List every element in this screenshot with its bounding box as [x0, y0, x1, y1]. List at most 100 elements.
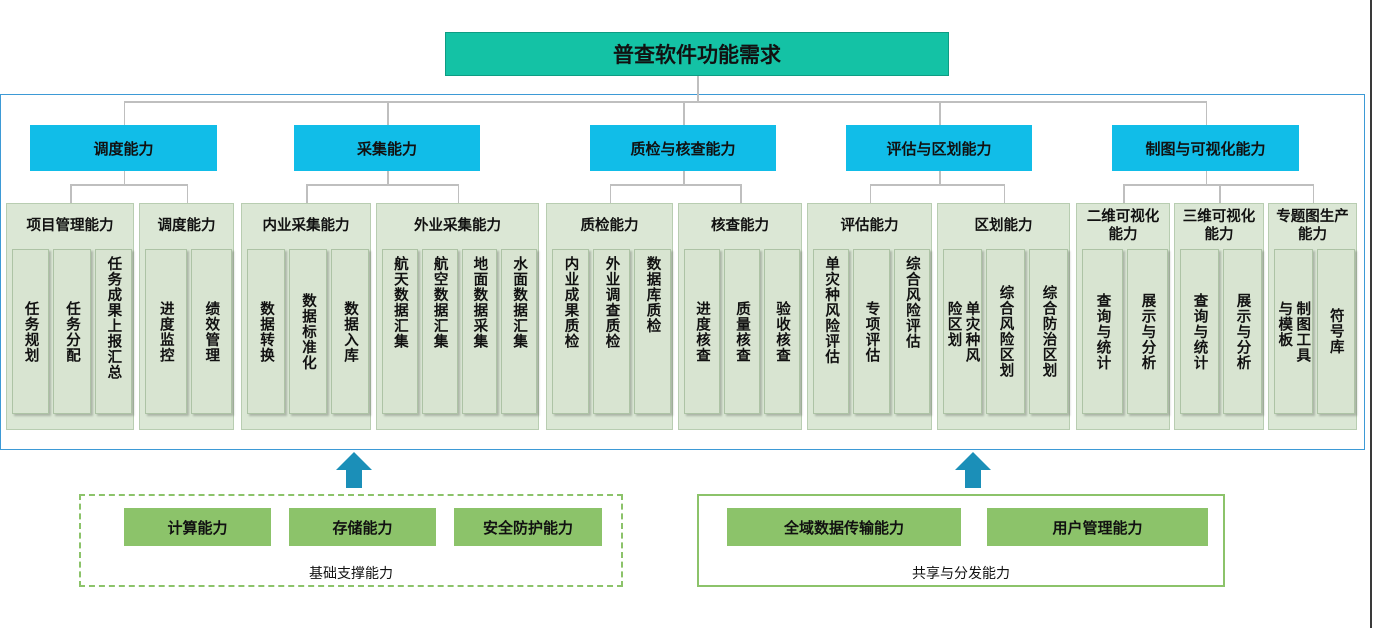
leaf-label: 任务成果上报汇总	[105, 256, 122, 380]
leaf-label: 查询与统计	[1191, 292, 1208, 371]
capability-leaf: 数据库质检	[634, 249, 671, 414]
capability-leaf: 地面数据采集	[461, 249, 498, 414]
capability-leaf: 航空数据汇集	[421, 249, 458, 414]
capability-leaf: 质量核查	[724, 249, 760, 414]
group-trunk-line	[387, 171, 389, 184]
leaf-label: 综合风险区划	[997, 285, 1014, 378]
capability-group: 调度能力进度监控绩效管理	[139, 203, 234, 430]
function-frame	[0, 94, 1365, 450]
leaf-label: 水面数据汇集	[511, 256, 528, 349]
capability-group: 区划能力单灾种风 险区划综合风险区划综合防治区划	[937, 203, 1070, 430]
group-drop-line	[186, 184, 188, 203]
capability-leaf: 单灾种风 险区划	[943, 249, 982, 414]
leaf-label: 符号库	[1327, 308, 1344, 355]
sharing-item: 全域数据传输能力	[727, 508, 961, 546]
group-title: 评估能力	[840, 218, 899, 234]
group-bus-line	[1123, 184, 1313, 186]
group-drop-line	[1219, 184, 1221, 203]
group-title: 核查能力	[711, 218, 769, 234]
leaf-label: 数据转换	[258, 300, 274, 363]
group-drop-line	[609, 184, 611, 203]
pillar-drop-line	[683, 101, 685, 125]
leaf-label: 综合风险评估	[903, 256, 920, 349]
leaf-label: 专项评估	[863, 300, 880, 363]
capability-leaf: 综合风险评估	[893, 249, 930, 414]
capability-leaf: 数据转换	[247, 249, 285, 414]
capability-leaf: 综合防治区划	[1029, 249, 1068, 414]
leaf-label: 查询与统计	[1094, 292, 1111, 371]
pillar-node: 制图与可视化能力	[1112, 125, 1299, 171]
capability-leaf: 单灾种风险评估	[813, 249, 850, 414]
leaf-label: 绩效管理	[203, 300, 220, 363]
capability-leaf: 验收核查	[764, 249, 800, 414]
capability-leaf: 专项评估	[853, 249, 890, 414]
support-item: 计算能力	[124, 508, 271, 546]
right-edge-line	[1370, 0, 1372, 628]
leaf-label: 进度核查	[694, 300, 710, 363]
capability-leaf: 数据入库	[331, 249, 369, 414]
support-box	[79, 494, 623, 587]
group-bus-line	[306, 184, 458, 186]
group-trunk-line	[1205, 171, 1207, 184]
capability-leaf: 外业调查质检	[593, 249, 630, 414]
capability-leaf: 内业成果质检	[552, 249, 589, 414]
capability-leaf: 进度核查	[684, 249, 720, 414]
leaf-label: 外业调查质检	[603, 256, 620, 349]
leaf-label: 质量核查	[734, 300, 750, 363]
leaf-label: 制图工具 与模板	[1276, 300, 1311, 363]
group-drop-line	[869, 184, 871, 203]
group-drop-line	[306, 184, 308, 203]
leaf-label: 综合防治区划	[1040, 285, 1057, 378]
group-trunk-line	[683, 171, 685, 184]
root-node: 普查软件功能需求	[445, 32, 949, 76]
group-title: 质检能力	[580, 218, 639, 234]
capability-group: 核查能力进度核查 质量核查 验收核查	[678, 203, 802, 430]
leaf-label: 航天数据汇集	[391, 256, 408, 349]
support-item: 存储能力	[289, 508, 436, 546]
sharing-arrow-icon	[955, 452, 991, 488]
capability-leaf: 制图工具 与模板	[1274, 249, 1313, 414]
up-arrow-icon	[955, 452, 991, 488]
leaf-label: 验收核查	[774, 300, 790, 363]
capability-leaf: 展示与分析	[1127, 249, 1168, 414]
pillar-drop-line	[123, 101, 125, 125]
capability-group: 评估能力单灾种风险评估 专项评估 综合风险评估	[807, 203, 932, 430]
capability-leaf: 综合风险区划	[986, 249, 1025, 414]
capability-group: 质检能力内业成果质检 外业调查质检 数据库质检	[546, 203, 673, 430]
capability-leaf: 进度监控	[145, 249, 187, 414]
group-title: 调度能力	[157, 218, 216, 234]
pillar-drop-line	[387, 101, 389, 125]
capability-leaf: 水面数据汇集	[501, 249, 537, 414]
leaf-label: 单灾种风险评估	[823, 256, 840, 365]
capability-group: 三维可视化 能力查询与统计展示与分析	[1174, 203, 1264, 430]
pillar-bus-line	[123, 101, 1206, 103]
capability-leaf: 查询与统计	[1180, 249, 1219, 414]
support-arrow-icon	[336, 452, 372, 488]
sharing-label: 共享与分发能力	[912, 566, 1010, 582]
capability-group: 外业采集能力航天数据汇集航空数据汇集地面数据采集水面数据汇集	[376, 203, 539, 430]
support-label: 基础支撑能力	[309, 566, 393, 582]
group-drop-line	[457, 184, 459, 203]
capability-leaf: 符号库	[1316, 249, 1355, 414]
capability-group: 二维可视化 能力查询与统计展示与分析	[1076, 203, 1170, 430]
capability-leaf: 任务分配	[53, 249, 91, 414]
group-bus-line	[70, 184, 187, 186]
group-trunk-line	[939, 171, 941, 184]
sharing-box	[697, 494, 1225, 587]
group-title: 三维可视化 能力	[1182, 209, 1256, 243]
group-title: 内业采集能力	[262, 218, 350, 234]
group-drop-line	[1003, 184, 1005, 203]
up-arrow-icon	[336, 452, 372, 488]
capability-leaf: 数据标准化	[289, 249, 327, 414]
capability-leaf: 航天数据汇集	[382, 249, 418, 414]
leaf-label: 数据库质检	[644, 256, 661, 334]
group-drop-line	[1123, 184, 1125, 203]
group-bus-line	[869, 184, 1004, 186]
pillar-drop-line	[1205, 101, 1207, 125]
group-title: 专题图生产 能力	[1276, 209, 1349, 243]
pillar-node: 采集能力	[294, 125, 480, 171]
leaf-label: 内业成果质检	[562, 256, 579, 349]
capability-leaf: 绩效管理	[190, 249, 232, 414]
root-trunk-line	[697, 76, 699, 101]
